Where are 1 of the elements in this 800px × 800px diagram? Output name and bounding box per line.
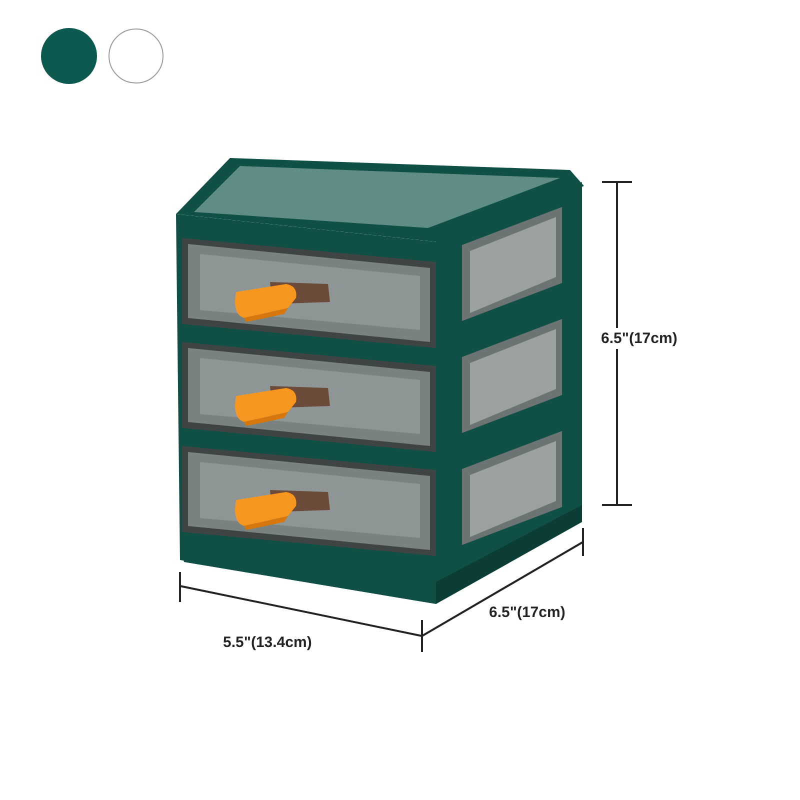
dimension-label: 6.5"(17cm) (600, 328, 678, 349)
